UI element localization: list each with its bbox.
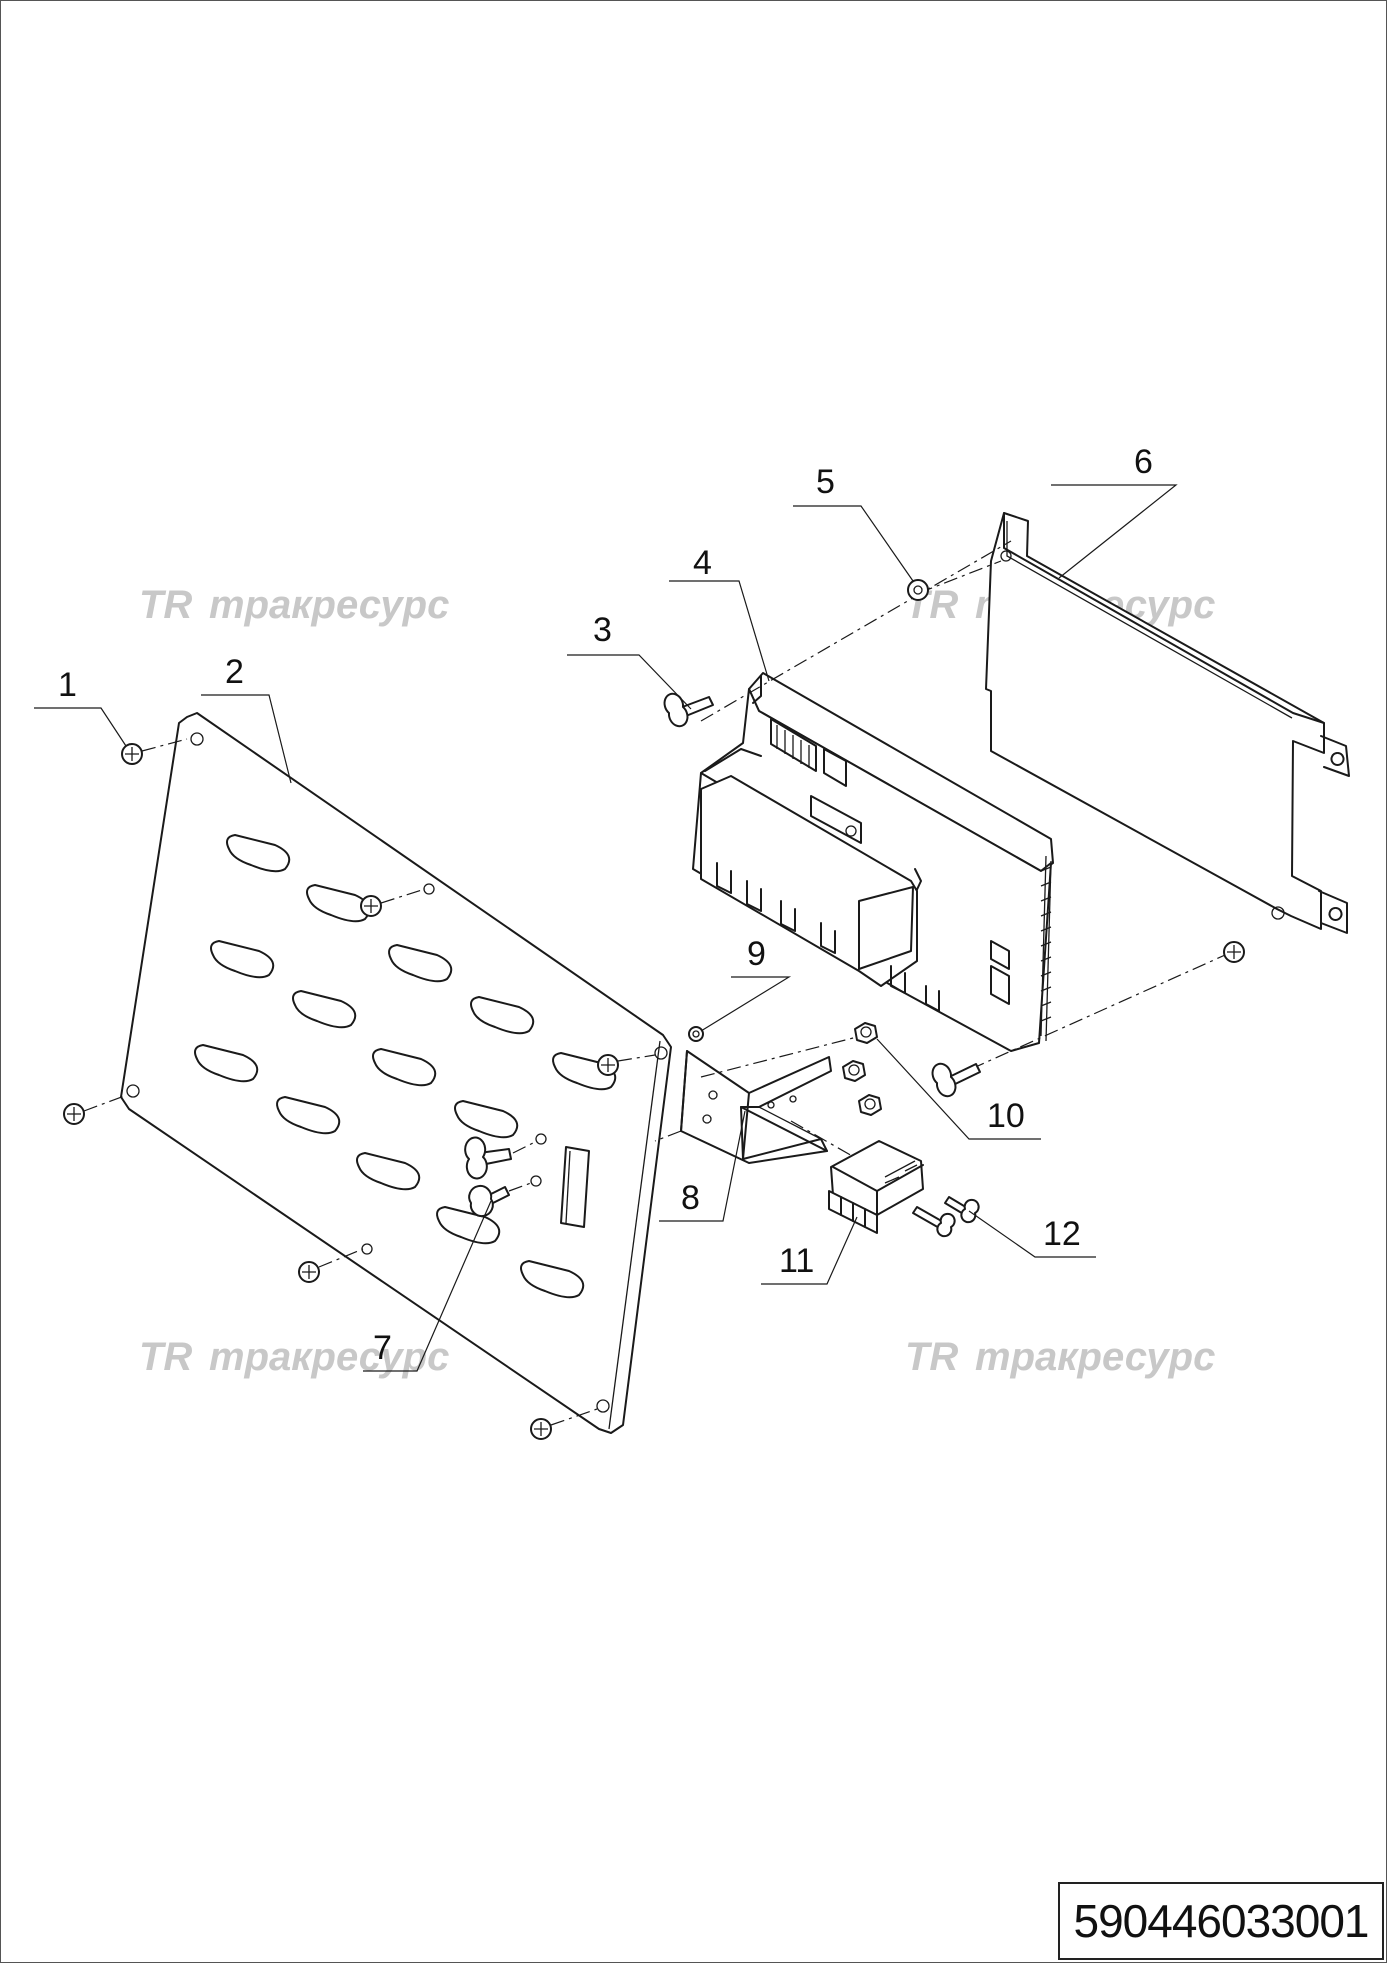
watermark-bottom-right: TR тракресурс [905, 1335, 1215, 1379]
watermark-text: тракресурс [209, 1335, 449, 1379]
callout-12: 12 [1043, 1215, 1081, 1253]
callout-7: 7 [373, 1329, 392, 1367]
part-7-bolts [464, 1136, 538, 1218]
controller-screw-lower [931, 1062, 981, 1098]
callout-numbers: 1 2 3 4 5 6 7 8 9 10 11 12 [58, 443, 1153, 1367]
callout-5: 5 [816, 463, 835, 501]
watermark-bottom-left: TR тракресурс [139, 1335, 449, 1379]
panel-screw [530, 1408, 598, 1440]
panel-screw [597, 1054, 656, 1076]
drawing-code-box: 590446033001 [1058, 1882, 1384, 1960]
watermark-text: тракресурс [975, 1335, 1215, 1379]
callout-1: 1 [58, 666, 77, 704]
bracket-screw-lower [1223, 941, 1245, 963]
watermark-top-left: TR тракресурс [139, 583, 449, 627]
watermark-logo: TR [905, 1335, 958, 1379]
callout-11: 11 [779, 1242, 814, 1280]
panel-screws [63, 738, 656, 1440]
callout-8: 8 [681, 1179, 700, 1217]
drawing-code: 590446033001 [1073, 1895, 1370, 1947]
callout-10: 10 [987, 1097, 1025, 1135]
part-12-screws [912, 1196, 980, 1238]
watermark-text: тракресурс [209, 583, 449, 627]
ventilation-slots [194, 834, 617, 1299]
part-9-nut [688, 1026, 704, 1042]
panel-screw [298, 1248, 364, 1283]
part-3-screw [663, 692, 714, 728]
panel-screw [360, 888, 426, 917]
watermark-logo: TR [139, 583, 192, 627]
callout-4: 4 [693, 544, 712, 582]
part-4-controller-unit [692, 672, 1054, 1052]
watermark-logo: TR [139, 1335, 192, 1379]
callout-6: 6 [1134, 443, 1153, 481]
callout-9: 9 [747, 935, 766, 973]
part-1-screw [121, 738, 188, 765]
panel-screw [63, 1094, 128, 1125]
part-2-front-panel [120, 712, 672, 1434]
part-11-connector-block [828, 1140, 924, 1234]
leader-lines [34, 484, 1178, 1372]
part-8-mounting-bracket [654, 1036, 862, 1164]
part-5-screw [907, 579, 929, 601]
part-6-mounting-bracket [985, 512, 1350, 934]
callout-2: 2 [225, 653, 244, 691]
callout-3: 3 [593, 611, 612, 649]
alignment-lines-upper [700, 540, 1235, 1070]
part-10-nuts [842, 1022, 882, 1116]
